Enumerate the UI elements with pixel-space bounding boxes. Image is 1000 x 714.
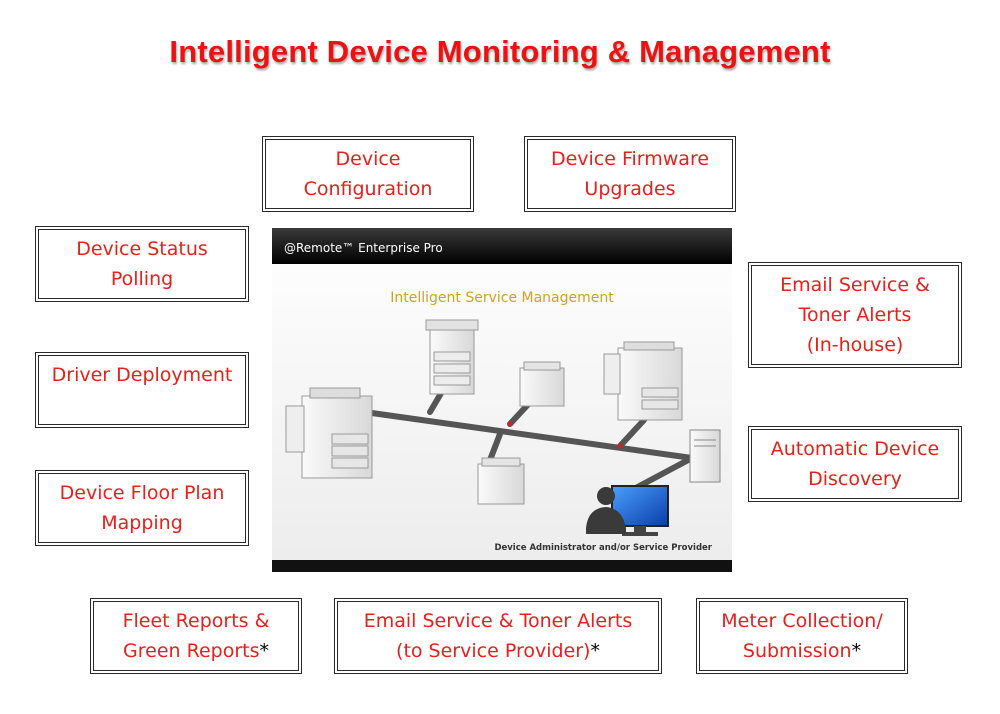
feature-label: Device Firmware	[550, 148, 710, 170]
network-node	[617, 443, 623, 449]
feature-label: Device	[335, 148, 401, 170]
feature-box-auto-discovery: Automatic Device Discovery	[748, 426, 962, 502]
asterisk-marker: *	[590, 640, 600, 662]
network-nodes	[507, 421, 623, 449]
desktop-printer-icon	[477, 457, 525, 505]
network-node	[507, 421, 513, 427]
mfp-printer-icon	[603, 341, 683, 421]
network-branch	[617, 417, 647, 449]
feature-label: Automatic Device	[770, 438, 940, 460]
page-title: Intelligent Device Monitoring & Manageme…	[169, 34, 831, 69]
network-branch	[629, 455, 695, 493]
feature-box-driver-deployment: Driver Deployment	[35, 352, 249, 428]
feature-box-email-toner-provider: Email Service & Toner Alerts (to Service…	[334, 598, 662, 674]
server-icon	[689, 429, 721, 483]
screenshot-header-bar	[272, 228, 732, 264]
feature-label: (In-house)	[806, 334, 904, 356]
feature-label: Email Service & Toner Alerts	[363, 610, 633, 632]
feature-box-meter-collection: Meter Collection/ Submission*	[696, 598, 908, 674]
feature-label: Submission	[742, 640, 852, 662]
network-branch	[487, 431, 503, 463]
feature-label: Fleet Reports &	[122, 610, 270, 632]
feature-label: Configuration	[303, 178, 433, 200]
asterisk-marker: *	[259, 640, 269, 662]
network-backbone	[319, 403, 695, 461]
feature-label: Discovery	[808, 468, 902, 490]
product-screenshot: @Remote™ Enterprise Pro Intelligent Serv…	[272, 228, 732, 572]
network-lines	[319, 375, 695, 493]
feature-label: Device Floor Plan	[59, 482, 225, 504]
administrator-icon	[586, 485, 669, 536]
feature-box-floor-plan-mapping: Device Floor Plan Mapping	[35, 470, 249, 546]
feature-label: Meter Collection/	[721, 610, 883, 632]
screenshot-subtitle: Intelligent Service Management	[390, 290, 614, 306]
feature-box-email-toner-inhouse: Email Service & Toner Alerts (In-house)	[748, 262, 962, 368]
tall-copier-icon	[425, 319, 479, 395]
screenshot-caption: Device Administrator and/or Service Prov…	[494, 543, 712, 553]
feature-label: Driver Deployment	[51, 364, 233, 386]
screenshot-footer-bar	[272, 560, 732, 572]
desktop-printer-icon	[519, 361, 565, 407]
feature-box-fleet-reports: Fleet Reports & Green Reports*	[90, 598, 302, 674]
feature-label: Email Service &	[780, 274, 930, 296]
feature-box-status-polling: Device Status Polling	[35, 226, 249, 302]
feature-box-firmware-upgrades: Device Firmware Upgrades	[524, 136, 736, 212]
screenshot-header-text: @Remote™ Enterprise Pro	[284, 241, 443, 255]
feature-box-device-configuration: Device Configuration	[262, 136, 474, 212]
feature-label: (to Service Provider)	[396, 640, 591, 662]
feature-label: Green Reports	[123, 640, 260, 662]
mfp-printer-icon	[285, 387, 373, 479]
feature-label: Device Status	[76, 238, 208, 260]
feature-label: Toner Alerts	[798, 304, 912, 326]
network-illustration: @Remote™ Enterprise Pro Intelligent Serv…	[272, 228, 732, 572]
feature-label: Mapping	[101, 512, 183, 534]
feature-label: Upgrades	[584, 178, 676, 200]
asterisk-marker: *	[851, 640, 862, 662]
feature-label: Polling	[110, 268, 174, 290]
